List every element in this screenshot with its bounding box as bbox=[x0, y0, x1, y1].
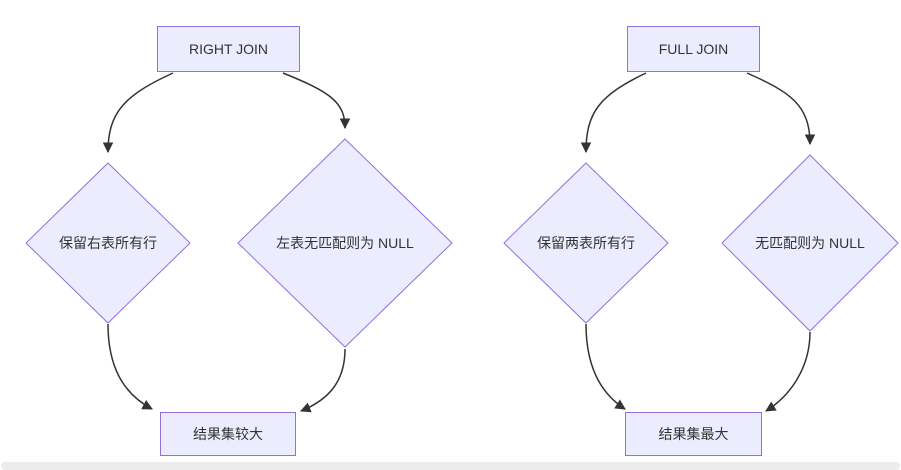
right-join-right-diamond-shape bbox=[237, 138, 453, 348]
horizontal-scrollbar-track[interactable] bbox=[1, 462, 900, 470]
edge-fulljoin-to-left-diamond bbox=[580, 72, 647, 154]
edge-left-diamond-to-result bbox=[107, 323, 153, 410]
node-full-join: FULL JOIN bbox=[627, 26, 760, 72]
right-join-left-diamond-shape bbox=[25, 162, 191, 324]
edge-rightjoin-to-left-diamond bbox=[102, 72, 174, 154]
node-right-join-keep-rows-label: 保留右表所有行 bbox=[59, 235, 157, 251]
node-right-join: RIGHT JOIN bbox=[157, 26, 300, 72]
full-join-left-diamond-shape bbox=[503, 162, 669, 324]
node-full-join-keep-rows-label: 保留两表所有行 bbox=[537, 235, 635, 251]
edge-right-diamond-to-result bbox=[300, 348, 346, 413]
node-right-join-result: 结果集较大 bbox=[160, 412, 296, 456]
node-full-join-result: 结果集最大 bbox=[625, 412, 762, 456]
node-right-join-null-label: 左表无匹配则为 NULL bbox=[276, 235, 414, 251]
full-join-right-diamond-shape bbox=[721, 154, 899, 332]
node-full-join-null-label: 无匹配则为 NULL bbox=[755, 235, 865, 251]
edge-rightjoin-to-right-diamond bbox=[282, 72, 351, 130]
edge-full-left-diamond-to-result bbox=[585, 323, 626, 410]
edge-full-right-diamond-to-result bbox=[765, 331, 811, 412]
edge-fulljoin-to-right-diamond bbox=[746, 72, 816, 146]
